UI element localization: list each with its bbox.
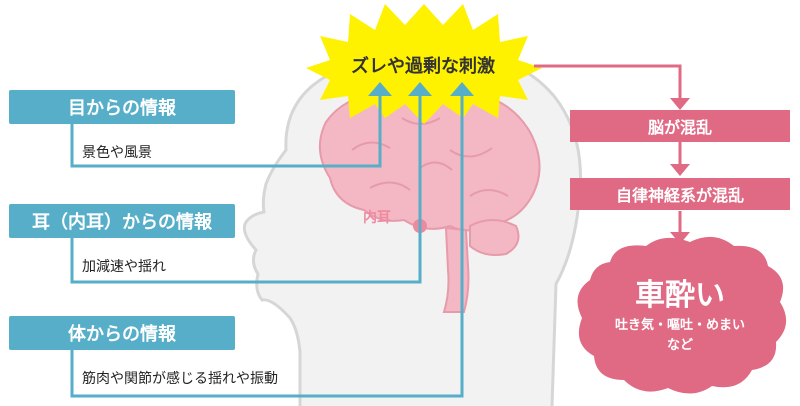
- brain-to-nervous-arrowhead: [670, 164, 690, 176]
- result-title: 車酔い: [635, 278, 725, 313]
- eye-connector: [70, 90, 382, 168]
- result-symptoms: 吐き気・嘔吐・めまい など: [580, 316, 780, 356]
- stimulus-to-brain-arrowhead: [670, 98, 690, 110]
- eye-arrowhead: [368, 82, 392, 96]
- body-info-label: 体からの情報: [9, 316, 235, 350]
- ear-info-label: 耳（内耳）からの情報: [9, 204, 235, 238]
- eye-info-detail: 景色や風景: [82, 145, 152, 161]
- result-symptoms-line2: など: [666, 338, 693, 353]
- body-arrowhead: [450, 82, 474, 96]
- result-symptoms-line1: 吐き気・嘔吐・めまい: [614, 318, 745, 333]
- brain-stem: [442, 226, 470, 313]
- stimulus-burst: [306, 4, 542, 124]
- ear-connector: [70, 90, 422, 284]
- cerebellum-icon: [469, 219, 520, 256]
- nervous-to-result-arrowhead: [670, 232, 690, 244]
- stimulus-to-brain-connector: [534, 64, 682, 100]
- body-connector: [70, 90, 464, 398]
- eye-info-label: 目からの情報: [9, 90, 235, 124]
- inner-ear-label: 内耳: [363, 210, 391, 226]
- body-info-detail: 筋肉や関節が感じる揺れや振動: [82, 371, 278, 387]
- autonomic-confusion-box: 自律神経系が混乱: [570, 178, 790, 210]
- ear-arrowhead: [408, 82, 432, 96]
- stimulus-label: ズレや過剰な刺激: [351, 56, 495, 77]
- result-cloud: [577, 236, 787, 394]
- brain-confusion-box: 脳が混乱: [570, 110, 790, 142]
- ear-info-detail: 加減速や揺れ: [82, 259, 166, 275]
